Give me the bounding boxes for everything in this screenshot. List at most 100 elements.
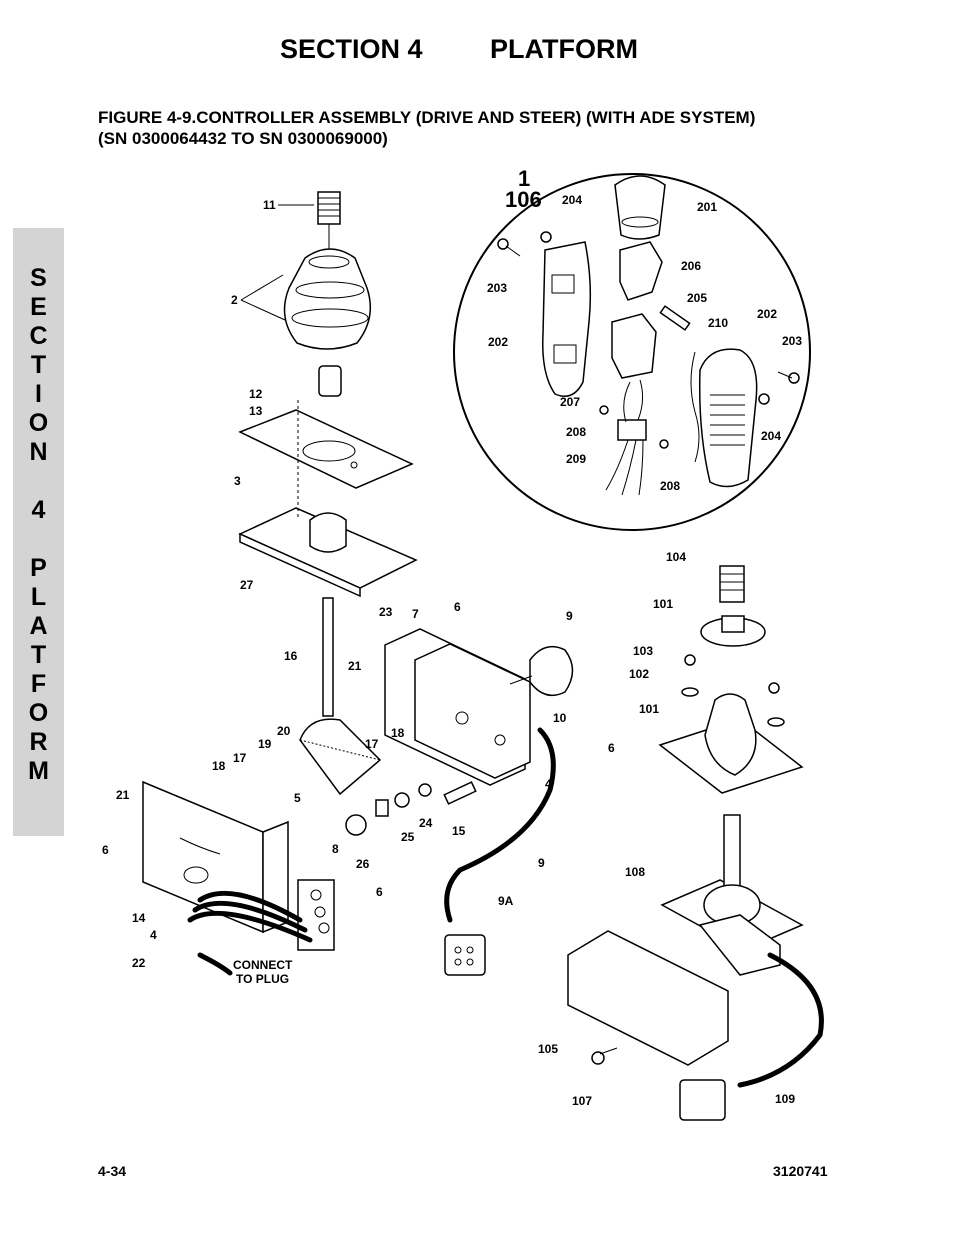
bushing	[318, 365, 342, 397]
screw-right	[768, 682, 780, 694]
callout-18b: 18	[391, 726, 405, 740]
callout-9b: 9	[538, 856, 545, 870]
callout-206: 206	[681, 259, 701, 273]
callout-19: 19	[258, 737, 272, 751]
screw-203-left	[497, 238, 521, 257]
plug-9A	[444, 934, 486, 976]
callout-14: 14	[132, 911, 146, 925]
nut-204-bottom	[758, 393, 770, 405]
side-tab-letter: F	[30, 670, 47, 698]
callout-11: 11	[263, 198, 276, 212]
gear-26	[345, 814, 367, 836]
plug-109	[679, 1079, 726, 1121]
detail-label-1: 1	[518, 166, 530, 191]
plate-14	[142, 780, 289, 934]
callout-102: 102	[629, 667, 649, 681]
callout-108: 108	[625, 865, 645, 879]
wire-bundle-14	[187, 890, 313, 976]
side-tab-letter: R	[29, 728, 48, 756]
callout-105: 105	[538, 1042, 558, 1056]
callout-203a: 203	[487, 281, 507, 295]
wire-210	[690, 351, 700, 463]
document-number: 3120741	[773, 1163, 828, 1179]
callout-109: 109	[775, 1092, 795, 1106]
callout-18a: 18	[212, 759, 226, 773]
side-tab-letter: 4	[31, 496, 46, 524]
spring-11	[317, 191, 341, 225]
switch-207	[611, 313, 657, 379]
callout-16: 16	[284, 649, 298, 663]
connect-note-line1: CONNECT	[233, 958, 293, 972]
callout-3: 3	[234, 474, 241, 488]
callout-2: 2	[231, 293, 238, 307]
callout-101b: 101	[639, 702, 659, 716]
callout-24: 24	[419, 816, 433, 830]
side-tab-letter: N	[29, 438, 48, 466]
callout-23: 23	[379, 605, 393, 619]
plate-7-23	[384, 628, 531, 786]
screw-103	[684, 654, 696, 666]
callout-205: 205	[687, 291, 707, 305]
side-tab-letter: P	[30, 554, 47, 582]
callout-17b: 17	[365, 737, 379, 751]
callout-4b: 4	[150, 928, 157, 942]
callout-26: 26	[356, 857, 370, 871]
callout-7: 7	[412, 607, 419, 621]
grip-half-right-202	[698, 348, 758, 488]
callout-207: 207	[560, 395, 580, 409]
cable-9	[444, 727, 556, 923]
washer-102	[681, 687, 699, 697]
callout-27: 27	[240, 578, 254, 592]
screw-203-right	[777, 371, 800, 384]
callout-9a: 9	[566, 609, 573, 623]
side-tab-letter: E	[30, 293, 47, 321]
plate-27	[238, 507, 418, 598]
plate-3	[238, 409, 414, 489]
switch-206	[619, 241, 663, 301]
side-tab-letter: T	[30, 351, 47, 379]
pot-9	[509, 645, 574, 697]
page-header: SECTION 4 PLATFORM	[0, 34, 954, 74]
figure-title-line1: FIGURE 4-9.CONTROLLER ASSEMBLY (DRIVE AN…	[98, 108, 756, 127]
base-101-top	[700, 615, 766, 647]
boot-2	[283, 248, 372, 350]
callout-25: 25	[401, 830, 415, 844]
side-tab-letter: L	[30, 583, 47, 611]
side-tab-letter: M	[28, 757, 49, 785]
cover-105	[567, 930, 729, 1066]
callout-6a: 6	[454, 600, 461, 614]
callout-9A: 9A	[498, 894, 514, 908]
callout-21b: 21	[116, 788, 130, 802]
grommet-209	[605, 379, 647, 496]
knob-201	[614, 175, 666, 240]
callout-15: 15	[452, 824, 466, 838]
callout-6b: 6	[608, 741, 615, 755]
section-title: PLATFORM	[490, 34, 638, 64]
page-number: 4-34	[98, 1163, 127, 1179]
sector-gear	[299, 718, 382, 796]
cable-109	[737, 952, 824, 1088]
callout-202a: 202	[488, 335, 508, 349]
callout-208b: 208	[660, 479, 680, 493]
callout-6c: 6	[102, 843, 109, 857]
callout-204b: 204	[761, 429, 781, 443]
shaft-16	[322, 597, 334, 717]
callout-8: 8	[332, 842, 339, 856]
callout-203b: 203	[782, 334, 802, 348]
callout-103: 103	[633, 644, 653, 658]
side-tab-letter: T	[30, 641, 47, 669]
callout-17a: 17	[233, 751, 247, 765]
callout-204a: 204	[562, 193, 582, 207]
washer-24	[418, 783, 432, 797]
nut-25	[394, 792, 410, 808]
callout-104: 104	[666, 550, 686, 564]
spring-104	[719, 565, 745, 603]
bracket	[375, 799, 389, 817]
callout-21a: 21	[348, 659, 362, 673]
pin-205	[659, 305, 691, 331]
side-tab-letter: I	[35, 380, 42, 408]
callout-202b: 202	[757, 307, 777, 321]
callout-12: 12	[249, 387, 263, 401]
